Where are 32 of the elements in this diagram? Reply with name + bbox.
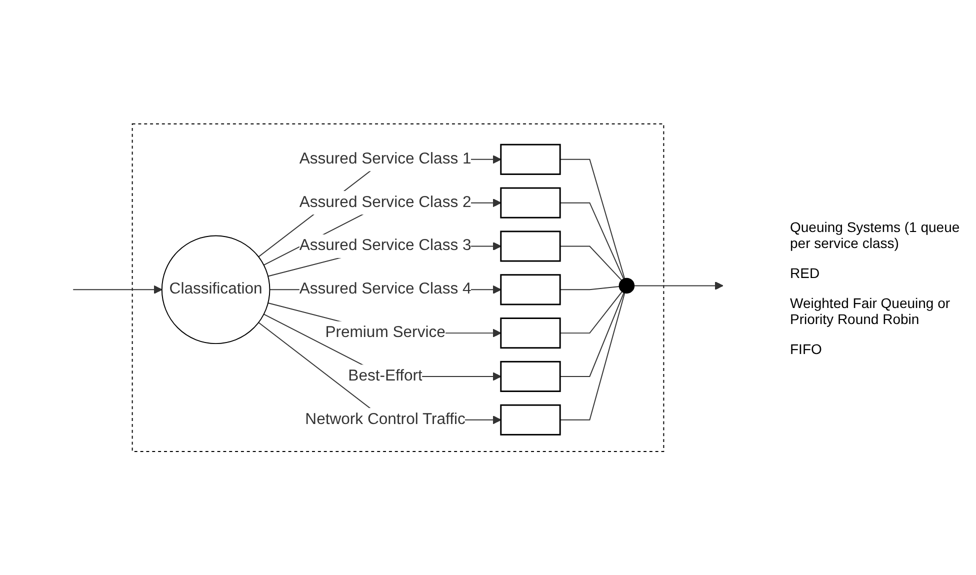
node-box [500, 360, 561, 392]
edge-label: Assured Service Class 3 [299, 237, 472, 254]
cluster [132, 123, 664, 452]
arrow [634, 281, 724, 290]
connector [560, 246, 622, 281]
connector [560, 158, 626, 279]
edge-label: Premium Service [325, 324, 446, 341]
connector [560, 202, 624, 280]
node-box [500, 187, 561, 218]
arrow [263, 314, 502, 381]
node-box [500, 144, 561, 175]
node-box [500, 404, 561, 436]
note-label: Weighted Fair Queuing or Priority Round Robin [790, 294, 952, 326]
node-circle [618, 278, 635, 294]
node-box [500, 274, 561, 305]
note-label: Queuing Systems (1 queue per service class) [790, 218, 961, 250]
edge-label: Assured Service Class 2 [299, 194, 472, 211]
arrow [258, 322, 502, 424]
edge-label: Assured Service Class 1 [299, 150, 472, 168]
connector [560, 290, 623, 334]
note-label: FIFO [790, 340, 823, 356]
edge-label: Network Control Traffic [305, 410, 466, 428]
node-circle: Classification [161, 235, 270, 344]
connector [560, 292, 624, 377]
node-box [500, 317, 561, 348]
arrow [72, 285, 162, 294]
edge-label: Assured Service Class 4 [299, 280, 472, 298]
connector [560, 286, 620, 290]
note-label: RED [790, 264, 821, 280]
connector [560, 292, 626, 420]
node-box [500, 230, 561, 262]
edge-label: Best-Effort [348, 367, 422, 384]
